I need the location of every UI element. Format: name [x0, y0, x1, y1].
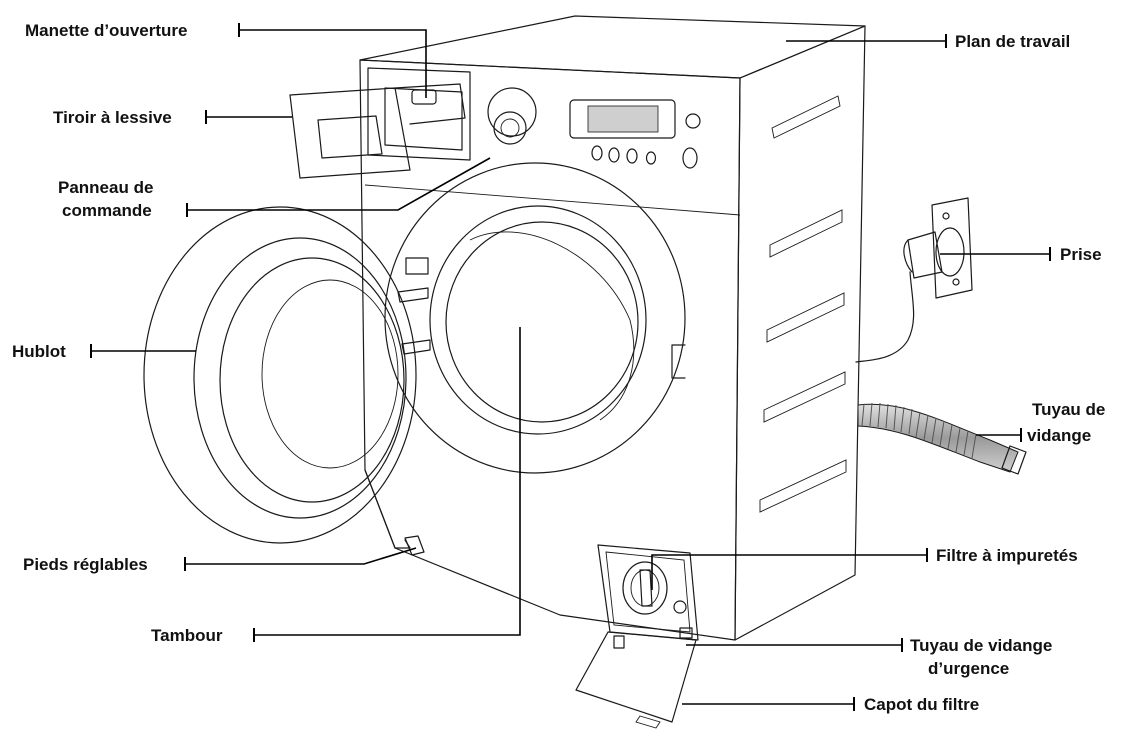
label-tiroir: Tiroir à lessive	[53, 108, 172, 127]
label-hublot: Hublot	[12, 342, 66, 361]
drain-hose	[857, 402, 1027, 475]
filter-cover	[575, 631, 697, 729]
adjustable-feet	[364, 469, 425, 556]
power-socket	[931, 197, 973, 299]
label-panneau-line2: commande	[62, 201, 152, 220]
leader-filtre	[651, 554, 927, 590]
leader-panneau	[187, 157, 491, 211]
detergent-drawer	[289, 67, 471, 179]
label-filtre: Filtre à impuretés	[936, 546, 1078, 565]
label-manette: Manette d’ouverture	[25, 21, 187, 40]
label-panneau-line1: Panneau de	[58, 178, 153, 197]
control-panel	[487, 87, 701, 169]
label-capot: Capot du filtre	[864, 695, 979, 714]
label-urgence-line2: d’urgence	[928, 659, 1009, 678]
label-tuyau-line1: Tuyau de	[1032, 400, 1105, 419]
leader-tambour	[254, 327, 521, 636]
labels: Manette d’ouverture Tiroir à lessive Pan…	[12, 21, 1105, 714]
leader-manette	[239, 29, 427, 98]
door-bezel	[384, 162, 686, 474]
label-tuyau-line2: vidange	[1027, 426, 1091, 445]
label-plan: Plan de travail	[955, 32, 1070, 51]
label-pieds: Pieds réglables	[23, 555, 148, 574]
leader-lines	[90, 23, 1051, 711]
filter-compartment	[597, 544, 699, 641]
power-plug-icon	[855, 231, 943, 363]
leader-pieds	[185, 547, 417, 565]
open-door	[143, 206, 431, 544]
label-prise: Prise	[1060, 245, 1102, 264]
label-urgence-line1: Tuyau de vidange	[910, 636, 1052, 655]
label-tambour: Tambour	[151, 626, 223, 645]
